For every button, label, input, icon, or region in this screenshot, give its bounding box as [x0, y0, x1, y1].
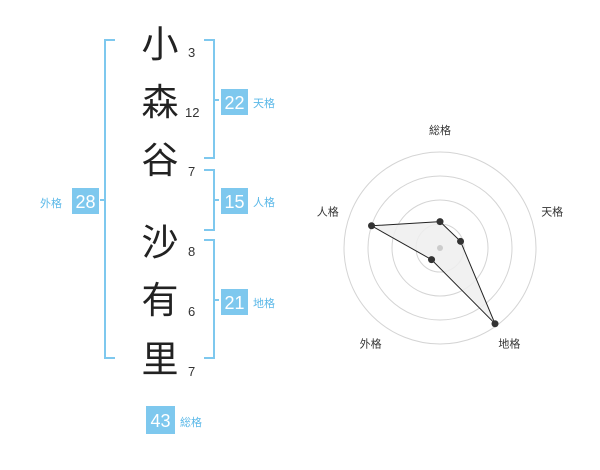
tenkaku-label: 天格: [253, 96, 275, 110]
surname-char-3: 谷: [142, 139, 179, 182]
stroke-count-3: 7: [188, 164, 195, 179]
chikaku-value: 21: [224, 293, 244, 313]
given-char-1: 沙: [142, 221, 179, 264]
stroke-count-6: 7: [188, 364, 195, 379]
radar-center-dot: [437, 245, 443, 251]
jinkaku-value: 15: [224, 192, 244, 212]
radar-rings: [343, 151, 537, 345]
jinkaku-bracket: [204, 169, 219, 231]
gaikaku-value: 28: [75, 192, 95, 212]
stroke-count-2: 12: [185, 105, 199, 120]
radar-ring-3: [367, 175, 513, 321]
tenkaku-value: 22: [224, 93, 244, 113]
radar-axis-label-3: 地格: [498, 337, 520, 351]
radar-axis-label-1: 総格: [429, 123, 451, 137]
gaikaku-label: 外格: [40, 196, 62, 210]
gaikaku-badge: 外格 28: [40, 188, 99, 214]
radar-ring-4: [343, 151, 537, 345]
gaikaku-bracket: [100, 39, 115, 359]
surname-char-1: 小: [142, 23, 179, 66]
radar-point-1: [436, 218, 444, 226]
stroke-counts: 3 12 7 8 6 7: [185, 45, 199, 379]
radar-ring-2: [391, 199, 489, 297]
radar-axis-label-5: 人格: [317, 205, 339, 219]
given-char-3: 里: [142, 338, 179, 381]
jinkaku-badge: 15 人格: [221, 188, 275, 214]
soukaku-badge: 43 総格: [146, 406, 202, 434]
chikaku-badge: 21 地格: [221, 289, 275, 315]
surname-char-2: 森: [142, 81, 179, 124]
radar-polygon: [369, 221, 496, 325]
radar-points: [368, 218, 499, 328]
given-char-2: 有: [142, 279, 179, 322]
stroke-count-5: 6: [188, 304, 195, 319]
soukaku-value: 43: [150, 411, 170, 431]
tenkaku-bracket: [204, 39, 219, 159]
jinkaku-label: 人格: [253, 195, 275, 209]
radar-point-2: [457, 237, 465, 245]
chikaku-label: 地格: [253, 296, 275, 310]
chikaku-bracket: [204, 239, 219, 359]
tenkaku-badge: 22 天格: [221, 89, 275, 115]
radar-point-3: [491, 320, 499, 328]
stroke-count-1: 3: [188, 45, 195, 60]
radar-axis-label-4: 外格: [360, 337, 382, 351]
radar-point-4: [428, 256, 436, 264]
radar-point-5: [368, 222, 376, 230]
radar-axis-label-2: 天格: [541, 205, 563, 219]
soukaku-label: 総格: [180, 415, 202, 429]
name-column: 小 森 谷 沙 有 里: [142, 23, 179, 381]
stroke-count-4: 8: [188, 244, 195, 259]
